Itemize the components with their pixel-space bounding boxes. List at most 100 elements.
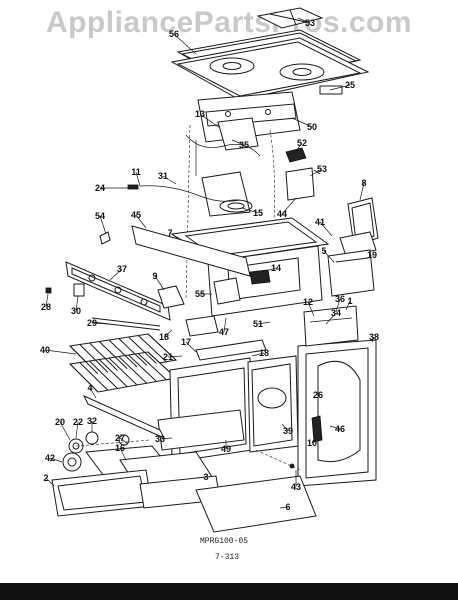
callout-leader [75, 295, 79, 312]
callout-label: 18 [259, 348, 269, 358]
diagram-code: MPRG100-05 [199, 537, 248, 546]
callout-leader [89, 387, 97, 399]
callout-label: 1 [347, 296, 352, 306]
callout-label: 40 [40, 345, 50, 355]
callout-leader [293, 142, 303, 155]
callout-label: 43 [291, 482, 301, 492]
left-small-parts [45, 231, 241, 337]
callout-label: 25 [345, 80, 355, 90]
callout-leader [257, 321, 271, 325]
callout-label: 53 [317, 164, 327, 174]
cabinet-top-frame [131, 217, 330, 317]
callout-label: 45 [131, 210, 141, 220]
callout-leader [261, 267, 277, 273]
callout-leader [195, 476, 207, 479]
callout-label: 30 [71, 306, 81, 316]
callout-leader [307, 301, 315, 317]
callout-leader [281, 423, 289, 432]
callout-label: 32 [87, 416, 97, 426]
callout-leader [162, 175, 177, 185]
callout-leader [279, 506, 289, 509]
callout-label: 51 [253, 319, 263, 329]
callout-leader [199, 113, 221, 129]
callout-label: 26 [313, 390, 323, 400]
callout-label: 47 [219, 327, 229, 337]
callout-leader [311, 431, 319, 444]
callout-leader [91, 322, 111, 325]
callout-label: 8 [361, 178, 366, 188]
callout-leader [119, 437, 129, 445]
callout-leader [59, 421, 71, 441]
callout-label: 31 [158, 171, 168, 181]
callout-label: 53 [305, 18, 315, 28]
callout-label: 54 [95, 211, 105, 221]
callout-label: 5 [321, 246, 326, 256]
callout-label: 34 [331, 308, 341, 318]
callout-label: 11 [131, 167, 141, 177]
callout-label: 20 [55, 417, 65, 427]
callout-label: 29 [87, 318, 97, 328]
callout-leader [44, 349, 77, 355]
callout-leader [323, 250, 335, 263]
callout-leader [119, 447, 127, 461]
callout-leader [251, 352, 265, 357]
callout-leader [223, 317, 227, 333]
callout-label: 27 [115, 433, 125, 443]
footer-bar [0, 583, 458, 600]
callout-leader [135, 214, 147, 229]
callout-label: 41 [315, 217, 325, 227]
callout-leader [45, 293, 49, 308]
callout-label: 15 [253, 208, 263, 218]
callout-leader [109, 268, 123, 281]
callout-label: 14 [271, 263, 281, 273]
callout-label: 21 [163, 352, 173, 362]
callout-leader [231, 139, 245, 146]
callout-leader [297, 17, 311, 24]
callout-label: 13 [195, 109, 205, 119]
callout-label: 46 [335, 424, 345, 434]
broiler-drawer [51, 394, 317, 533]
callout-leader [329, 425, 341, 430]
callout-label: 19 [367, 250, 377, 260]
callout-leader [159, 437, 173, 440]
back-guard [327, 197, 379, 297]
callout-leader [163, 329, 173, 338]
callout-label: 50 [307, 122, 317, 132]
callout-label: 6 [285, 502, 290, 512]
callout-leader [281, 197, 297, 215]
callout-label: 22 [73, 417, 83, 427]
callout-leader [291, 117, 313, 128]
callout-label: 7 [167, 228, 172, 238]
callout-label: 9 [152, 271, 157, 281]
callout-label: 3 [203, 472, 208, 482]
callout-label: 28 [41, 302, 51, 312]
callout-label: 17 [181, 337, 191, 347]
callout-label: 38 [369, 332, 379, 342]
callout-label: 10 [307, 438, 317, 448]
page-number: 7-313 [214, 553, 239, 562]
callout-leader [173, 33, 197, 55]
burner-assembly [127, 124, 275, 301]
callout-label: 33 [155, 434, 165, 444]
callout-leader [154, 275, 165, 291]
callout-label: 24 [95, 183, 105, 193]
callout-label: 44 [277, 209, 287, 219]
callout-leader [335, 298, 341, 313]
callout-label: 55 [195, 289, 205, 299]
cooktop-assembly [170, 7, 370, 101]
oven-racks [68, 333, 178, 393]
callout-label: 56 [169, 29, 179, 39]
callout-leader [329, 84, 351, 91]
callout-leader [319, 221, 333, 237]
callout-label: 4 [87, 383, 92, 393]
side-panel [297, 305, 377, 487]
callout-label: 49 [221, 444, 231, 454]
callout-leader [45, 477, 55, 487]
callout-leader [167, 355, 183, 358]
callout-leader [371, 336, 375, 343]
callout-leader [135, 171, 141, 187]
callout-label: 37 [117, 264, 127, 274]
